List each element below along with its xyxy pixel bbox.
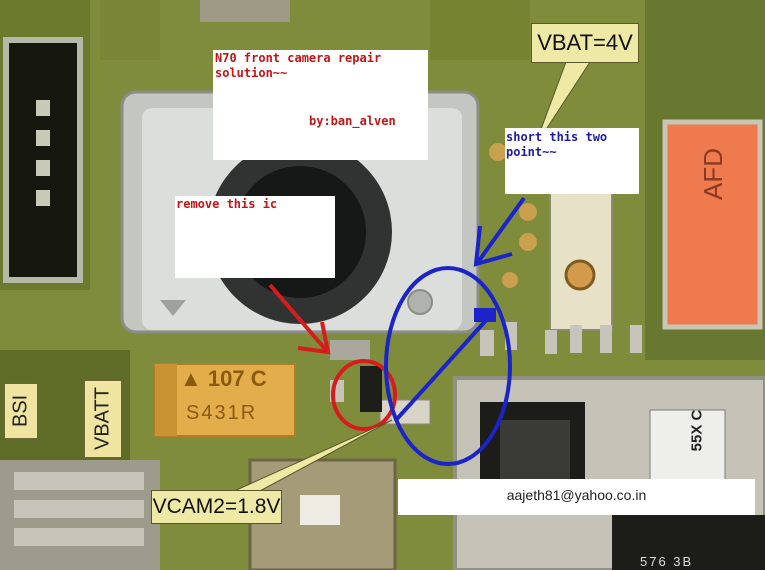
passive-3	[545, 330, 557, 354]
camera-screw	[407, 289, 433, 315]
passive-4	[570, 325, 582, 353]
passive-6	[630, 325, 642, 353]
connector-strip-2	[14, 500, 144, 518]
shield-chip-right	[649, 409, 726, 489]
bsi-silkscreen: BSI	[4, 383, 38, 439]
vbatt-silkscreen: VBATT	[84, 380, 122, 458]
passive-5	[600, 325, 612, 353]
passive-8	[379, 399, 431, 425]
left-pad-4	[36, 190, 50, 206]
connector-strip-1	[14, 472, 144, 490]
author-text: by:ban_alven	[309, 114, 396, 128]
red-arrow-line	[268, 283, 328, 352]
remove-ic-text: remove this ic	[176, 197, 278, 211]
left-pad-2	[36, 130, 50, 146]
test-point-a	[489, 143, 507, 161]
capacitor-marking-bottom: S431R	[186, 402, 258, 424]
chip-marking-right: 55X C	[688, 409, 706, 452]
left-pad-3	[36, 160, 50, 176]
left-pad-1	[36, 100, 50, 116]
target-ic	[360, 366, 382, 412]
passive-9	[330, 340, 370, 360]
capacitor-band	[155, 364, 177, 436]
short-points-note: short this two point~~	[505, 128, 639, 194]
connector-strip-3	[14, 528, 144, 546]
tantalum-capacitor	[154, 363, 296, 437]
blue-arrow-head	[473, 225, 513, 267]
capacitor-marking-top: ▲ 107 C	[180, 366, 267, 391]
top-connector	[200, 0, 290, 22]
coil-pad	[564, 259, 596, 291]
blue-arrow-line	[476, 196, 526, 264]
orange-chip-marking: AFD	[698, 148, 728, 200]
remove-ic-note: remove this ic	[175, 196, 335, 278]
chip-marking-bottom: 576 3B	[640, 554, 694, 569]
short-points-text: short this two point~~	[506, 130, 608, 159]
camera-corner-mark	[160, 300, 186, 316]
blue-marked-pad	[474, 308, 496, 322]
shield-chip-bottom	[612, 515, 765, 570]
white-component	[300, 495, 340, 525]
test-point-b	[519, 203, 537, 221]
passive-1	[480, 330, 494, 356]
red-circle	[331, 359, 397, 431]
top-right-area	[430, 0, 530, 60]
left-connector-block	[3, 37, 83, 283]
vbat-label: VBAT=4V	[531, 23, 639, 63]
orange-chip	[662, 119, 763, 330]
test-point-c	[519, 233, 537, 251]
blue-ellipse	[384, 266, 512, 466]
blue-diagonal-line	[394, 314, 492, 422]
red-arrow-head	[297, 321, 331, 355]
title-text: N70 front camera repair solution~~	[215, 51, 382, 80]
email-watermark: aajeth81@yahoo.co.in	[398, 479, 755, 515]
vcam2-label: VCAM2=1.8V	[151, 490, 282, 524]
top-pad-area	[100, 0, 160, 60]
shield-chip-core	[500, 420, 570, 490]
title-note: N70 front camera repair solution~~ by:ba…	[213, 50, 428, 160]
test-point-d	[502, 272, 518, 288]
